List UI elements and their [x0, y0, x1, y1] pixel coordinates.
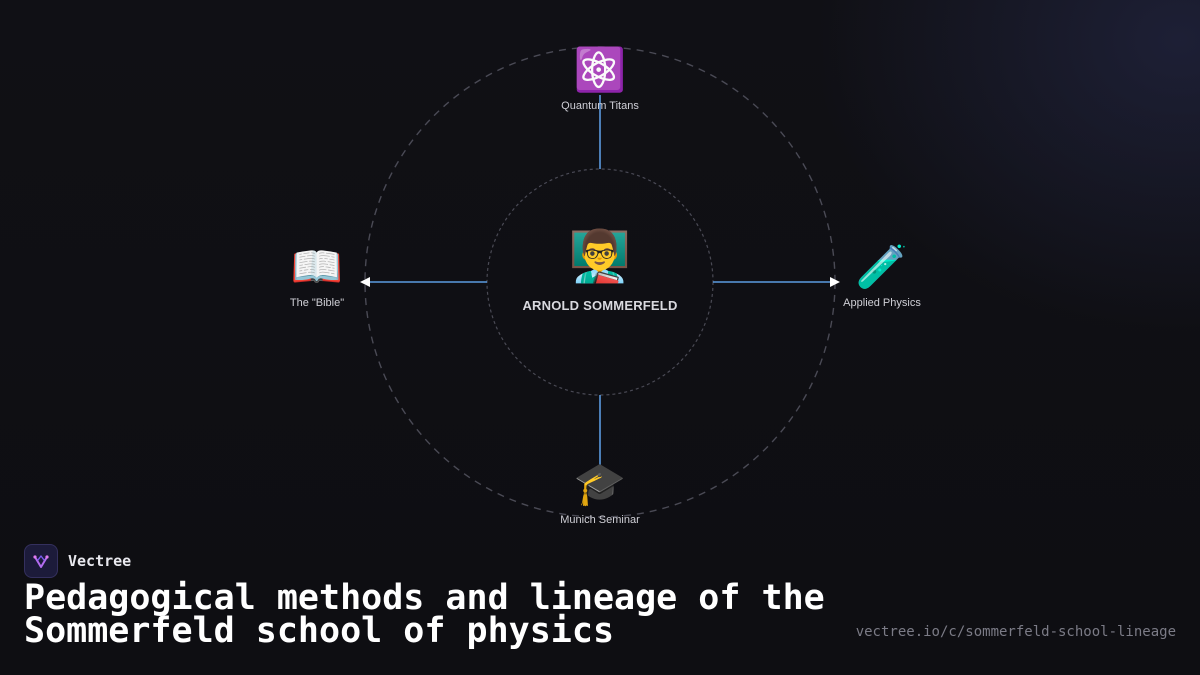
node-label: The "Bible" [289, 297, 345, 309]
atom-icon: ⚛️ [573, 46, 627, 93]
brand[interactable]: Vectree [24, 544, 131, 578]
node-applied-physics[interactable]: 🧪 Applied Physics [843, 243, 921, 309]
open-book-icon: 📖 [290, 243, 344, 290]
node-label: Applied Physics [843, 297, 921, 309]
page-title: Pedagogical methods and lineage of the S… [24, 578, 825, 651]
brand-name: Vectree [68, 552, 132, 570]
node-munich-seminar[interactable]: 🎓 Munich Seminar [560, 460, 639, 526]
center-node[interactable]: 👨‍🏫 ARNOLD SOMMERFELD [522, 228, 677, 313]
source-url[interactable]: vectree.io/c/sommerfeld-school-lineage [855, 624, 1176, 640]
node-quantum-titans[interactable]: ⚛️ Quantum Titans [561, 46, 639, 112]
test-tube-icon: 🧪 [855, 243, 909, 290]
teacher-icon: 👨‍🏫 [568, 228, 632, 284]
graduation-cap-icon: 🎓 [573, 460, 627, 507]
node-label: Munich Seminar [560, 514, 640, 526]
center-node-label: ARNOLD SOMMERFELD [522, 298, 678, 313]
vectree-logo-icon [24, 544, 58, 578]
node-the-bible[interactable]: 📖 The "Bible" [290, 243, 344, 309]
node-label: Quantum Titans [561, 100, 639, 112]
